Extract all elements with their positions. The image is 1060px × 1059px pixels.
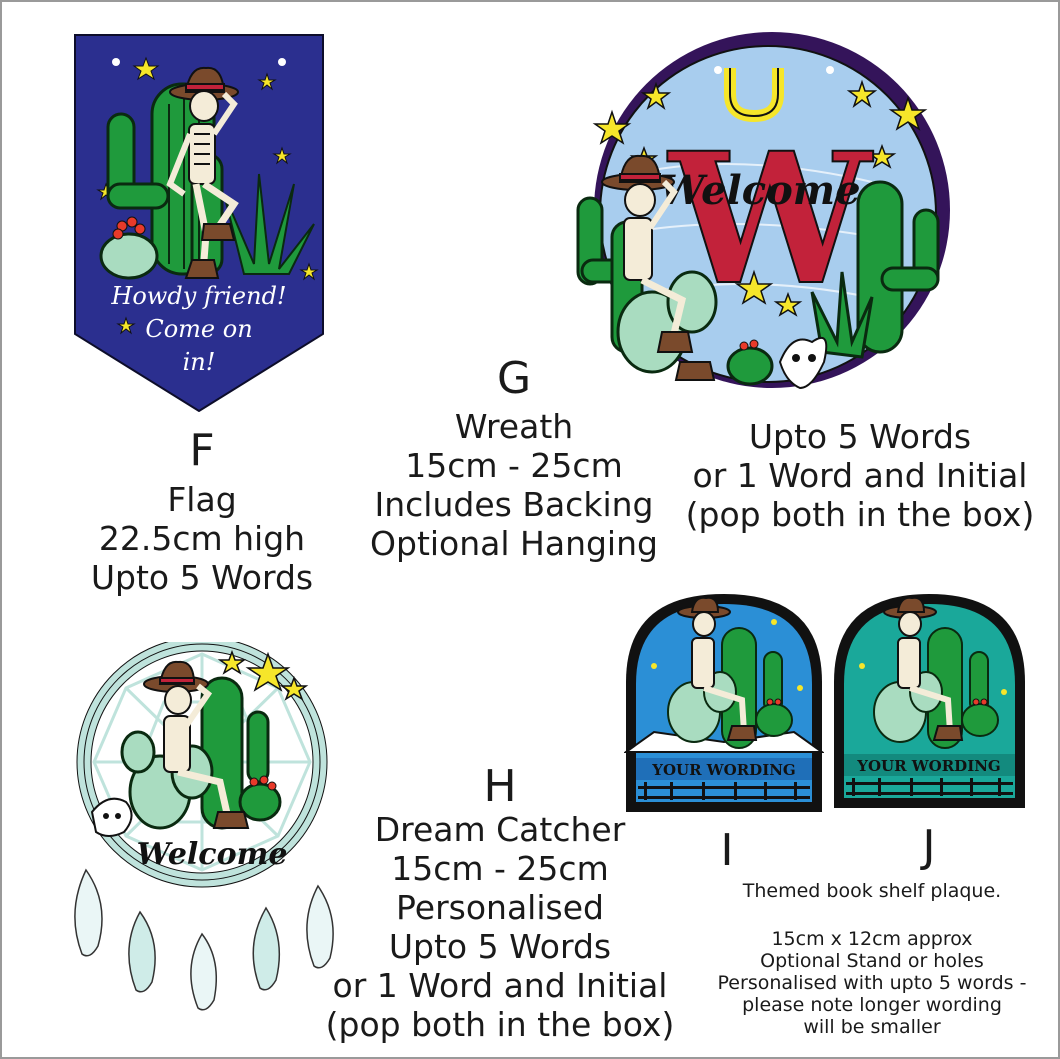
wreath-line: Wreath	[454, 407, 574, 446]
dreamcatcher-word: Welcome	[137, 837, 288, 872]
wreath-option-letter: G	[496, 353, 532, 404]
wreath-note: Upto 5 Words or 1 Word and Initial (pop …	[670, 417, 1050, 534]
wreath-note-line: or 1 Word and Initial	[692, 456, 1028, 495]
flag-line: Upto 5 Words	[90, 558, 314, 597]
plaque-j-artwork: YOUR WORDING	[834, 594, 1025, 808]
wreath-line: Optional Hanging	[370, 524, 658, 563]
dreamcatcher-line: 15cm - 25cm	[391, 849, 609, 888]
flag-art-line-1: Howdy friend!	[110, 282, 286, 310]
plaque-i-letter: I	[720, 825, 734, 876]
plaque-j-letter: J	[922, 821, 936, 872]
flag-line: 22.5cm high	[98, 519, 306, 558]
dreamcatcher-line: (pop both in the box)	[325, 1005, 675, 1044]
dreamcatcher-artwork: Welcome	[74, 642, 334, 1011]
dreamcatcher-line: or 1 Word and Initial	[332, 966, 668, 1005]
wreath-note-line: Upto 5 Words	[748, 417, 972, 456]
plaque-j-wording: YOUR WORDING	[856, 757, 1000, 775]
dreamcatcher-line: Dream Catcher	[374, 810, 626, 849]
plaque-heading: Themed book shelf plaque.	[742, 880, 1002, 902]
wreath-line: Includes Backing	[374, 485, 654, 524]
plaque-details: 15cm x 12cm approx Optional Stand or hol…	[682, 928, 1058, 1038]
wreath-word: Welcome	[659, 167, 860, 214]
flag-description: Flag 22.5cm high Upto 5 Words	[62, 480, 342, 597]
plaque-detail-line: please note longer wording	[742, 994, 1002, 1016]
plaque-detail-line: Optional Stand or holes	[760, 950, 984, 972]
plaque-detail-line: will be smaller	[803, 1016, 941, 1038]
plaque-i-artwork: YOUR WORDING	[624, 594, 824, 812]
wreath-artwork: W Welcome	[576, 32, 950, 390]
dreamcatcher-option-letter: H	[483, 761, 517, 812]
dreamcatcher-line: Upto 5 Words	[388, 927, 612, 966]
plaque-detail-line: Personalised with upto 5 words -	[717, 972, 1027, 994]
wreath-note-line: (pop both in the box)	[685, 495, 1035, 534]
flag-artwork: Howdy friend! Come on in!	[74, 34, 324, 412]
flag-option-letter: F	[189, 425, 215, 476]
wreath-line: 15cm - 25cm	[405, 446, 623, 485]
plaque-i-wording: YOUR WORDING	[651, 761, 795, 779]
flag-line: Flag	[167, 480, 237, 519]
wreath-description: Wreath 15cm - 25cm Includes Backing Opti…	[354, 407, 674, 563]
dreamcatcher-line: Personalised	[396, 888, 604, 927]
flag-art-line-3: in!	[183, 348, 216, 376]
plaque-detail-line: 15cm x 12cm approx	[771, 928, 973, 950]
dreamcatcher-description: Dream Catcher 15cm - 25cm Personalised U…	[320, 810, 680, 1044]
flag-art-line-2: Come on	[145, 315, 252, 343]
